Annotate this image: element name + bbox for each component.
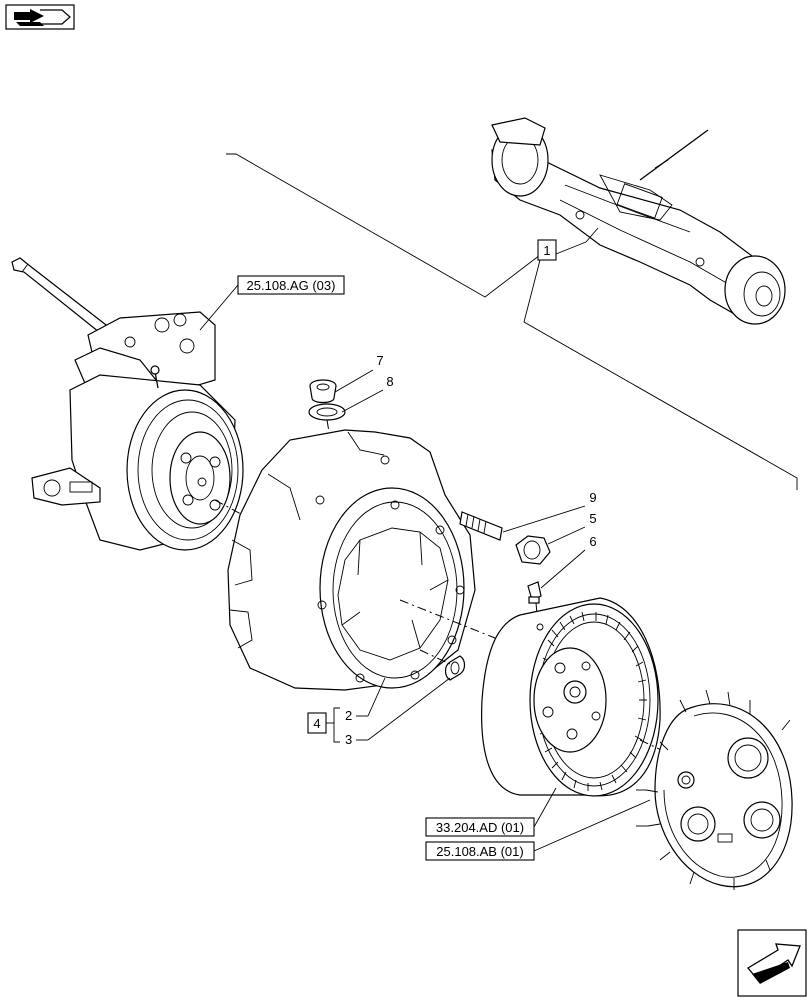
fitting-6 — [527, 581, 542, 604]
wheel-hub-housing — [227, 429, 476, 691]
callout-4-group[interactable]: 4 — [307, 707, 340, 743]
ref-label: 25.108.AG (03) — [247, 278, 336, 293]
ref-ring-gear[interactable]: 33.204.AD (01) — [425, 787, 557, 837]
callout-label: 9 — [589, 490, 596, 505]
callout-2[interactable]: 2 — [345, 677, 386, 723]
ref-planetary-carrier[interactable]: 25.108.AB (01) — [425, 799, 651, 861]
plug-7 — [309, 379, 337, 404]
callout-label: 8 — [386, 374, 393, 389]
centerline-carrier — [639, 739, 673, 756]
ring-gear — [481, 597, 661, 797]
centerline-fitting — [535, 602, 539, 626]
callout-6[interactable]: 6 — [540, 534, 597, 589]
centerline-knuckle — [214, 499, 253, 521]
callout-3[interactable]: 3 — [345, 677, 451, 747]
pin-3 — [444, 655, 466, 681]
callout-label: 1 — [543, 243, 550, 258]
ref-label: 33.204.AD (01) — [436, 820, 524, 835]
callout-label: 3 — [345, 732, 352, 747]
centerline-pin — [419, 649, 451, 665]
axle-assembly — [491, 117, 786, 325]
callout-label: 2 — [345, 708, 352, 723]
seal-8 — [308, 403, 346, 421]
book-arrow-icon[interactable] — [5, 4, 75, 30]
planetary-carrier — [636, 689, 793, 890]
ref-label: 25.108.AB (01) — [436, 844, 523, 859]
callout-label: 5 — [589, 511, 596, 526]
callout-7[interactable]: 7 — [334, 353, 384, 393]
callout-label: 6 — [589, 534, 596, 549]
callout-5[interactable]: 5 — [547, 511, 597, 545]
callout-8[interactable]: 8 — [341, 374, 394, 413]
callout-label: 7 — [376, 353, 383, 368]
axle-leader-lines — [226, 153, 798, 490]
steering-knuckle — [11, 257, 244, 551]
ref-steering-knuckle[interactable]: 25.108.AG (03) — [199, 275, 345, 331]
callout-label: 4 — [313, 716, 320, 731]
stud-9 — [459, 511, 503, 541]
callout-1[interactable]: 1 — [537, 227, 599, 261]
nut-5 — [515, 535, 551, 565]
centerline-main — [399, 599, 521, 649]
next-page-arrow-icon[interactable] — [737, 929, 807, 997]
callout-9[interactable]: 9 — [502, 490, 597, 533]
